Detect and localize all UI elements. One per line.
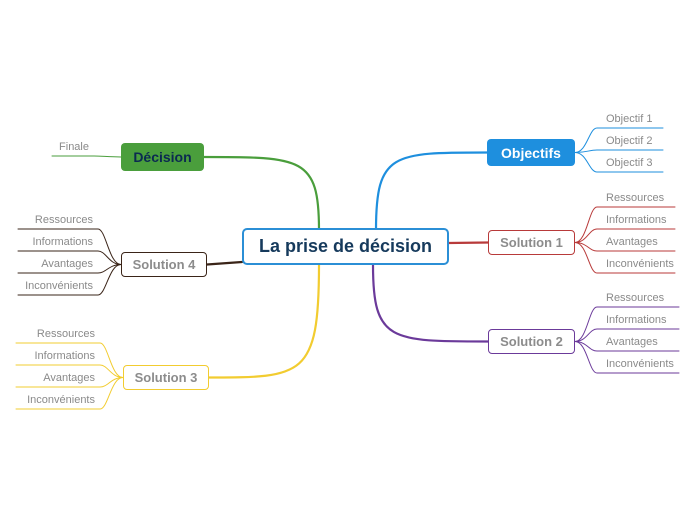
objectifs-leaf-connector — [574, 152, 664, 173]
solution1-leaf-2[interactable]: Informations — [606, 214, 667, 226]
objectifs-leaf-connector — [574, 127, 664, 153]
solution1-leaf-1[interactable]: Ressources — [606, 192, 665, 204]
solution3-leaf-1[interactable]: Ressources — [36, 328, 95, 340]
solution3-leaf-connector — [15, 342, 124, 378]
objectifs-leaf-1[interactable]: Objectif 1 — [606, 113, 653, 125]
solution2-leaf-connector — [574, 328, 680, 342]
decision-node[interactable]: Décision — [121, 143, 204, 171]
solution3-leaf-connector — [15, 377, 124, 410]
solution1-leaf-connector — [574, 228, 676, 243]
solution4-node[interactable]: Solution 4 — [121, 252, 207, 277]
solution2-node[interactable]: Solution 2 — [488, 329, 575, 354]
central-topic[interactable]: La prise de décision — [242, 228, 449, 265]
solution4-leaf-3[interactable]: Avantages — [41, 258, 93, 270]
solution3-leaf-connector — [15, 364, 124, 378]
solution3-node[interactable]: Solution 3 — [123, 365, 209, 390]
solution4-connector — [205, 260, 244, 266]
solution4-leaf-2[interactable]: Informations — [32, 236, 93, 248]
solution2-leaf-4[interactable]: Inconvénients — [606, 358, 674, 370]
solution1-leaf-3[interactable]: Avantages — [606, 236, 658, 248]
solution2-connector — [371, 263, 490, 343]
solution3-leaf-3[interactable]: Avantages — [43, 372, 95, 384]
solution2-leaf-3[interactable]: Avantages — [606, 336, 658, 348]
objectifs-node[interactable]: Objectifs — [487, 139, 575, 166]
objectifs-leaf-2[interactable]: Objectif 2 — [606, 135, 653, 147]
solution4-leaf-connector — [17, 264, 122, 274]
objectifs-leaf-3[interactable]: Objectif 3 — [606, 157, 653, 169]
solution3-leaf-connector — [15, 377, 124, 388]
solution2-leaf-connector — [574, 306, 680, 342]
solution4-leaf-connector — [17, 228, 122, 265]
solution3-leaf-4[interactable]: Inconvénients — [27, 394, 95, 406]
solution1-leaf-connector — [574, 206, 676, 243]
solution4-leaf-connector — [17, 250, 122, 265]
solution2-leaf-connector — [574, 341, 680, 352]
decision-connector — [202, 155, 321, 232]
solution3-leaf-2[interactable]: Informations — [34, 350, 95, 362]
solution4-leaf-connector — [17, 264, 122, 296]
solution1-leaf-connector — [574, 242, 676, 252]
objectifs-leaf-connector — [574, 149, 664, 153]
solution2-leaf-2[interactable]: Informations — [606, 314, 667, 326]
solution4-leaf-1[interactable]: Ressources — [34, 214, 93, 226]
solution4-leaf-4[interactable]: Inconvénients — [25, 280, 93, 292]
decision-leaf-1[interactable]: Finale — [59, 141, 89, 153]
solution1-node[interactable]: Solution 1 — [488, 230, 575, 255]
solution3-connector — [207, 263, 321, 379]
decision-leaf-connector — [51, 155, 122, 158]
solution1-leaf-4[interactable]: Inconvénients — [606, 258, 674, 270]
solution1-leaf-connector — [574, 242, 676, 274]
solution1-connector — [447, 241, 490, 245]
solution2-leaf-connector — [574, 341, 680, 374]
objectifs-connector — [374, 151, 489, 232]
solution2-leaf-1[interactable]: Ressources — [606, 292, 665, 304]
